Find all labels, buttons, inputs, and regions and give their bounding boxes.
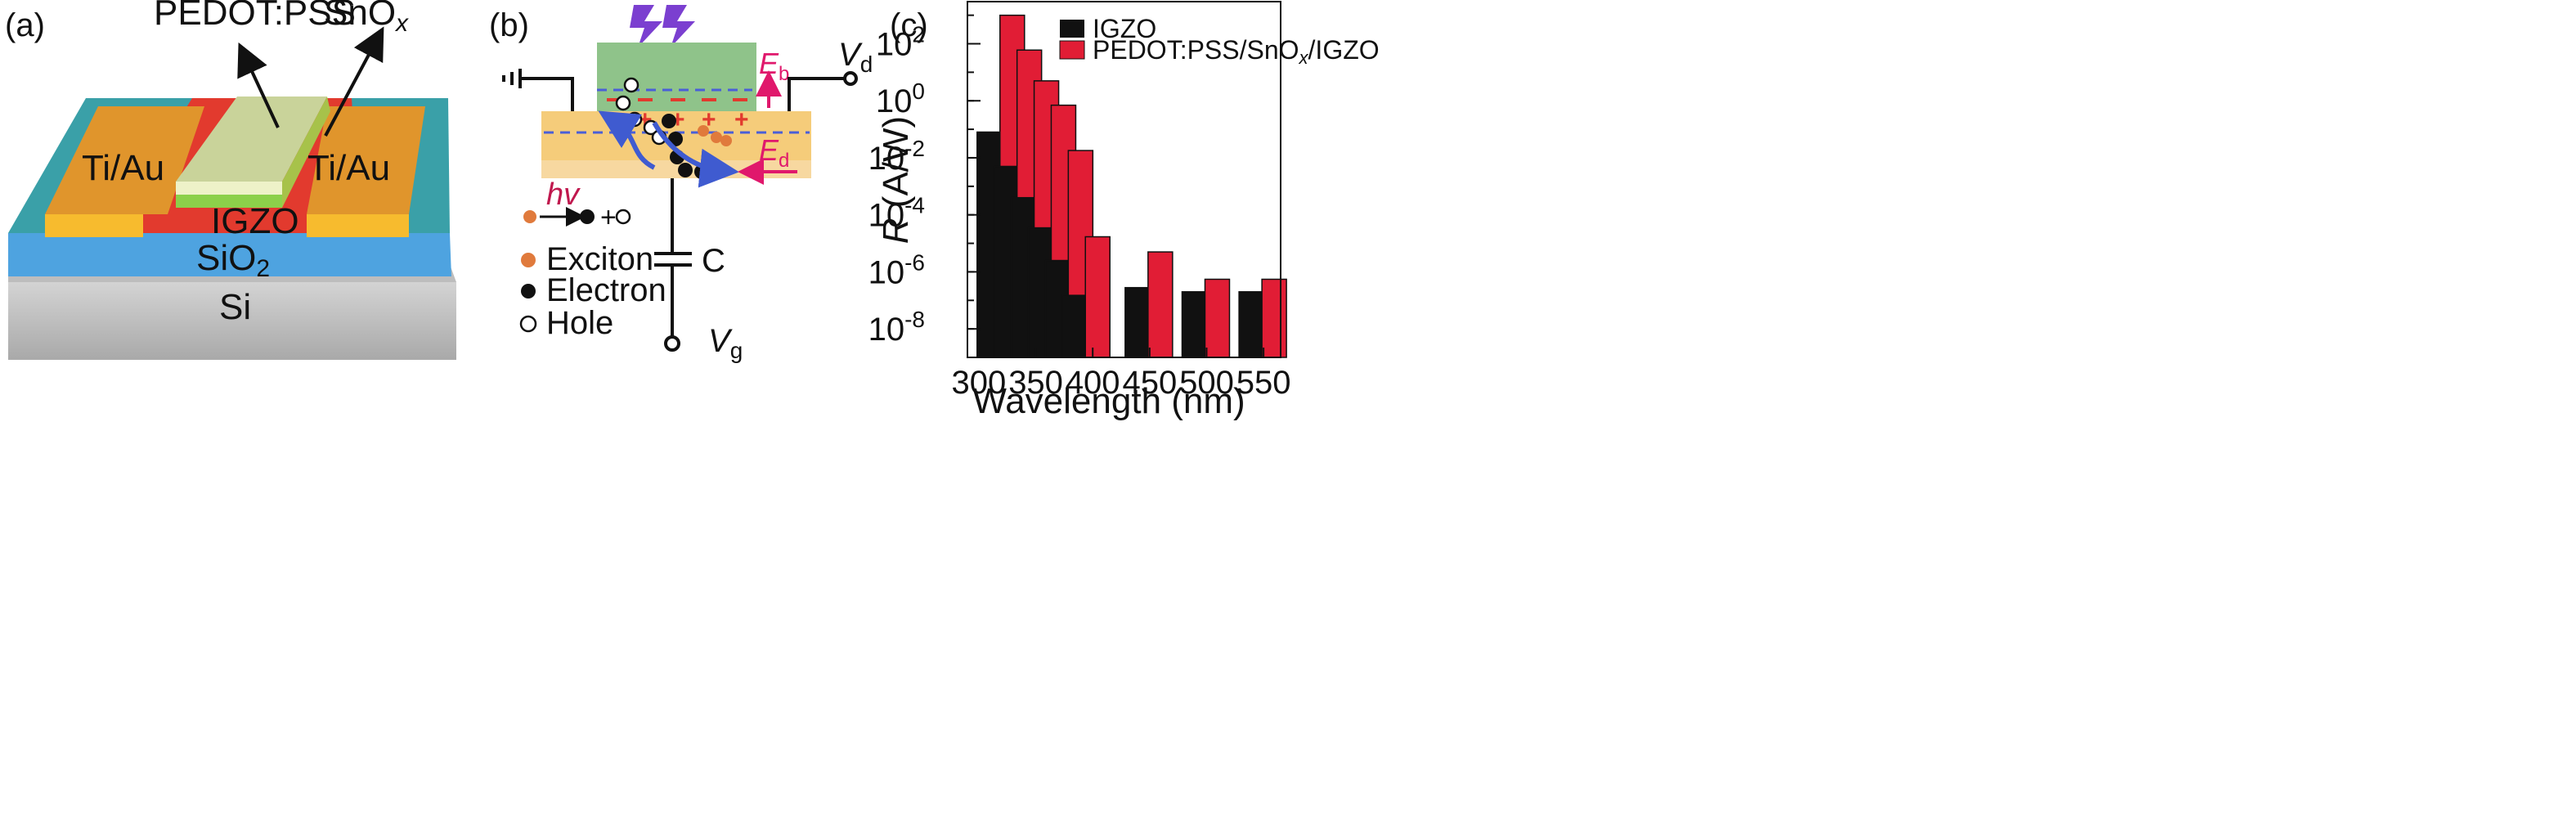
y-tick-label: 10-2 bbox=[868, 136, 925, 177]
left-contact-edge bbox=[45, 214, 143, 237]
pedot-layer-top bbox=[176, 97, 327, 182]
chart-bars bbox=[976, 14, 1287, 358]
svg-text:+: + bbox=[671, 106, 685, 133]
drain-wire bbox=[788, 77, 846, 111]
left-contact-label: Ti/Au bbox=[82, 148, 164, 188]
svg-text:+: + bbox=[604, 106, 618, 133]
hv-label: hv bbox=[546, 177, 581, 212]
x-tick-label: 500 bbox=[1179, 365, 1234, 401]
right-contact-label: Ti/Au bbox=[307, 148, 390, 188]
vd-label: Vd bbox=[838, 37, 873, 77]
vg-label: Vg bbox=[708, 323, 743, 363]
electron-flow-arrow bbox=[652, 121, 739, 188]
x-tick-label: 450 bbox=[1122, 365, 1177, 401]
electron-dot bbox=[580, 209, 595, 224]
y-tick-label: 102 bbox=[876, 21, 925, 62]
right-contact-edge bbox=[307, 214, 409, 237]
gate-terminal bbox=[664, 335, 680, 352]
x-tick-label: 400 bbox=[1066, 365, 1120, 401]
y-axis-title: R (A/W) bbox=[876, 116, 916, 244]
panel-a-label: (a) bbox=[5, 7, 45, 43]
y-tick-label: 100 bbox=[876, 79, 925, 119]
plot-frame bbox=[967, 1, 1281, 358]
legend-label-igzo: IGZO bbox=[1093, 14, 1156, 43]
legend-swatch-igzo bbox=[1060, 20, 1084, 38]
si-substrate-side bbox=[8, 274, 456, 360]
pedot-leader-arrow bbox=[237, 42, 280, 128]
x-tick-label: 300 bbox=[952, 365, 1007, 401]
light-flash-icon bbox=[630, 5, 662, 47]
legend-swatch-pedot bbox=[1059, 40, 1085, 60]
hole-legend-label: Hole bbox=[546, 305, 613, 341]
capacitor-label: C bbox=[702, 243, 725, 279]
bar-igzo bbox=[1124, 286, 1151, 358]
snox-leader-arrow bbox=[324, 26, 384, 137]
bar-pedot-snox-igzo bbox=[1147, 251, 1174, 358]
ground-icon bbox=[502, 69, 574, 111]
bar-pedot-snox-igzo bbox=[1204, 278, 1231, 358]
plus-sign: + bbox=[600, 202, 617, 233]
snox-label: SnOx bbox=[324, 0, 409, 37]
x-tick-label: 550 bbox=[1236, 365, 1291, 401]
light-flash-icon bbox=[662, 5, 695, 47]
panel-a: (a) PEDOT:PSS SnOx Ti/Au Ti/Au IGZO SiO2… bbox=[5, 0, 456, 360]
panel-b-label: (b) bbox=[489, 7, 529, 43]
legend-label-pedot: PEDOT:PSS/SnOx/IGZO bbox=[1093, 35, 1380, 68]
snox-layer bbox=[176, 195, 282, 208]
y-tick-label: 10-6 bbox=[868, 249, 925, 290]
panel-c-label: (c) bbox=[890, 7, 928, 43]
hole-flow-arrow bbox=[598, 110, 656, 170]
sio2-layer bbox=[8, 233, 451, 276]
exciton-legend-label: Exciton bbox=[546, 241, 653, 277]
exciton-legend-marker bbox=[521, 253, 536, 267]
bar-pedot-snox-igzo bbox=[1084, 236, 1111, 358]
panel-b: (b) + + + + + bbox=[489, 5, 873, 363]
bar-igzo bbox=[1238, 291, 1264, 358]
drain-terminal bbox=[843, 71, 858, 86]
bar-igzo bbox=[1061, 294, 1088, 358]
igzo-label: IGZO bbox=[211, 201, 299, 241]
electron-legend-marker bbox=[521, 284, 536, 299]
y-tick-label: 10-8 bbox=[868, 307, 925, 348]
bar-pedot-snox-igzo bbox=[1261, 278, 1287, 358]
x-axis-title: Wavelength (nm) bbox=[972, 381, 1245, 421]
exciton-dot bbox=[523, 210, 536, 223]
pedot-label: PEDOT:PSS bbox=[154, 0, 356, 33]
left-contact bbox=[45, 106, 204, 214]
ed-label: Ed bbox=[759, 133, 789, 172]
right-contact bbox=[307, 106, 425, 214]
y-axis-ticks: 10-8 10-6 10-4 10-2 100 102 bbox=[868, 14, 981, 358]
electron-legend-label: Electron bbox=[546, 272, 666, 308]
pedot-layer-side bbox=[176, 182, 282, 195]
bar-igzo bbox=[1181, 291, 1208, 358]
stack-edge bbox=[282, 97, 330, 208]
hole-legend-marker bbox=[519, 315, 537, 333]
x-tick-label: 350 bbox=[1008, 365, 1063, 401]
gate-wire bbox=[654, 178, 692, 337]
si-label: Si bbox=[219, 287, 251, 327]
y-tick-label: 10-4 bbox=[868, 193, 925, 234]
sio2-label: SiO2 bbox=[196, 238, 270, 282]
svg-text:+: + bbox=[734, 106, 749, 133]
eb-label: Eb bbox=[759, 47, 789, 85]
hole-dot bbox=[615, 209, 631, 225]
